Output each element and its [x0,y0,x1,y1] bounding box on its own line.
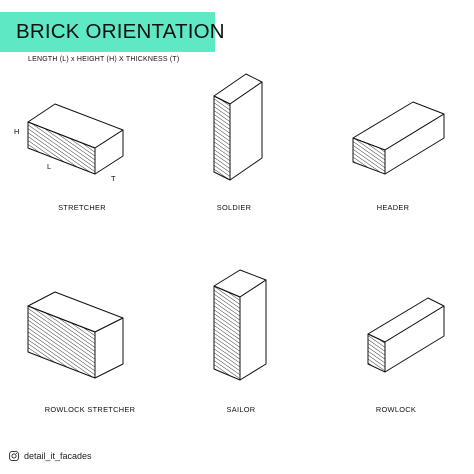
rowlock-stretcher-brick [27,291,124,379]
sailor-label: SAILOR [226,405,256,414]
dimension-label-h: H [14,127,20,136]
header-label: HEADER [376,203,410,212]
stretcher-brick [27,103,124,175]
stretcher-label: STRETCHER [58,203,106,212]
rowlock-stretcher-label: ROWLOCK STRETCHER [44,405,136,414]
page-subtitle: LENGTH (L) x HEIGHT (H) X THICKNESS (T) [28,56,180,63]
dimension-label-t: T [111,174,116,183]
sailor-brick [213,269,267,381]
title-banner [0,12,215,52]
soldier-label: SOLDIER [216,203,252,212]
instagram-icon [9,451,19,461]
page-title: BRICK ORIENTATION [16,20,225,43]
rowlock-label: ROWLOCK [375,405,417,414]
instagram-handle[interactable]: detail_it_facades [24,451,92,461]
dimension-label-l: L [47,162,52,171]
soldier-brick [213,73,263,181]
rowlock-brick [367,297,445,373]
header-brick [352,101,445,175]
